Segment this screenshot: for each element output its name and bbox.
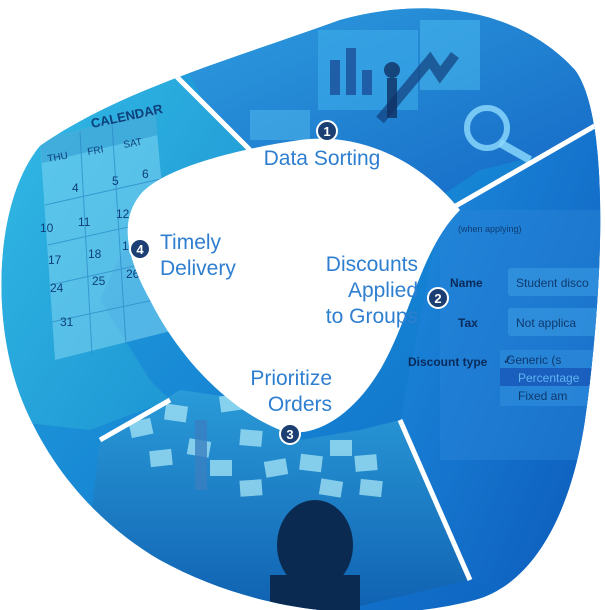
calendar-date: 5: [112, 174, 119, 188]
step-4-line: Delivery: [160, 257, 236, 280]
calendar-date: 25: [92, 274, 106, 288]
calendar-date: 24: [50, 281, 64, 295]
form-tax-value: Not applica: [516, 316, 576, 330]
form-name-label: Name: [450, 276, 483, 290]
step-3-label: Prioritize Orders: [222, 366, 332, 418]
step-4-badge: 4: [129, 238, 151, 260]
form-tax-label: Tax: [458, 316, 478, 330]
calendar-date: 11: [78, 215, 91, 229]
step-1-label: Data Sorting: [262, 146, 382, 172]
calendar-photo: [1, 60, 250, 430]
form-type-option: Percentage: [518, 371, 580, 385]
step-2-line: Applied: [347, 279, 418, 302]
calendar-day: SAT: [123, 137, 143, 151]
form-hint: (when applying): [458, 224, 522, 234]
step-2-line: to Groups: [325, 305, 418, 328]
calendar-date: 6: [142, 167, 149, 181]
step-2-line: Discounts: [325, 253, 418, 276]
form-type-option: Generic (s: [506, 353, 561, 367]
calendar-day: FRI: [87, 144, 105, 158]
step-4-label: Timely Delivery: [160, 230, 270, 282]
calendar-date: 4: [72, 181, 79, 195]
calendar-date: 17: [48, 253, 62, 267]
prioritize-orders-photo: [80, 390, 470, 610]
form-type-option: Fixed am: [518, 389, 567, 403]
calendar-date: 10: [40, 221, 54, 235]
calendar-date: 12: [116, 207, 130, 221]
calendar-date: 18: [88, 247, 102, 261]
center-panel: [127, 138, 460, 433]
step-2-label: Discounts Applied to Groups: [300, 252, 418, 330]
calendar-date: 31: [60, 315, 74, 329]
step-2-badge: 2: [427, 287, 449, 309]
step-3-line: Orders: [267, 393, 332, 416]
step-3-line: Prioritize: [250, 367, 332, 390]
step-1-badge: 1: [316, 120, 338, 142]
form-name-value: Student disco: [516, 276, 589, 290]
step-1-line: Data Sorting: [263, 147, 381, 170]
form-type-label: Discount type: [408, 355, 488, 369]
step-4-line: Timely: [160, 231, 222, 254]
discount-form-photo: [400, 120, 601, 610]
checkmark-icon: ✓: [503, 354, 512, 367]
step-3-badge: 3: [279, 423, 301, 445]
calendar-day: THU: [47, 151, 69, 165]
